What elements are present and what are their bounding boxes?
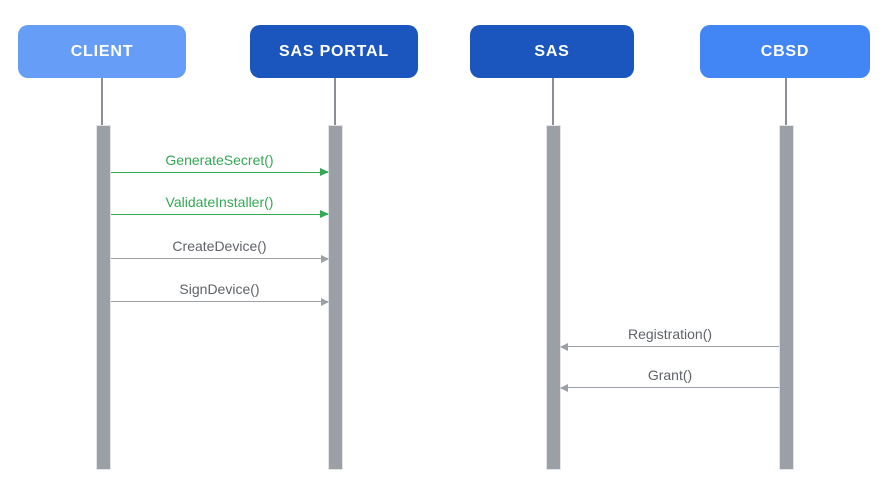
message-registration: Registration() <box>560 325 779 351</box>
arrowhead-left-icon <box>560 384 568 392</box>
lifeline-connector-sas-portal <box>334 78 336 125</box>
message-label-create-device: CreateDevice() <box>172 238 267 254</box>
activation-bar-sas-portal <box>328 125 343 470</box>
actor-box-sas-portal: SAS PORTAL <box>250 25 418 78</box>
message-label-grant: Grant() <box>647 367 693 383</box>
activation-bar-sas <box>546 125 561 470</box>
message-arrow-sign-device <box>111 298 329 306</box>
arrowhead-right-icon <box>320 168 329 176</box>
message-arrow-generate-secret <box>111 168 329 176</box>
actor-label-sas: SAS <box>534 42 570 60</box>
message-arrow-registration <box>560 343 779 351</box>
message-arrow-grant <box>560 384 779 392</box>
message-sign-device: SignDevice() <box>111 280 329 306</box>
lifeline-connector-sas <box>552 78 554 125</box>
actor-box-cbsd: CBSD <box>700 25 870 78</box>
lifeline-connector-client <box>101 78 103 125</box>
actor-box-client: CLIENT <box>18 25 186 78</box>
message-arrow-validate-installer <box>111 210 329 218</box>
actor-label-cbsd: CBSD <box>760 42 810 60</box>
activation-bar-cbsd <box>779 125 794 470</box>
message-label-registration: Registration() <box>627 326 713 342</box>
arrowhead-right-icon <box>321 255 329 263</box>
message-arrow-create-device <box>111 255 329 263</box>
message-validate-installer: ValidateInstaller() <box>111 193 329 218</box>
arrowhead-left-icon <box>560 343 568 351</box>
message-create-device: CreateDevice() <box>111 237 329 263</box>
actor-label-sas-portal: SAS PORTAL <box>279 42 389 60</box>
actor-box-sas: SAS <box>470 25 634 78</box>
actor-label-client: CLIENT <box>70 42 134 60</box>
lifeline-connector-cbsd <box>785 78 787 125</box>
message-label-sign-device: SignDevice() <box>179 281 260 297</box>
arrowhead-right-icon <box>320 210 329 218</box>
arrowhead-right-icon <box>321 298 329 306</box>
activation-bar-client <box>96 125 111 470</box>
message-label-validate-installer: ValidateInstaller() <box>165 194 274 210</box>
message-generate-secret: GenerateSecret() <box>111 151 329 176</box>
message-label-generate-secret: GenerateSecret() <box>165 152 274 168</box>
message-grant: Grant() <box>560 366 779 392</box>
